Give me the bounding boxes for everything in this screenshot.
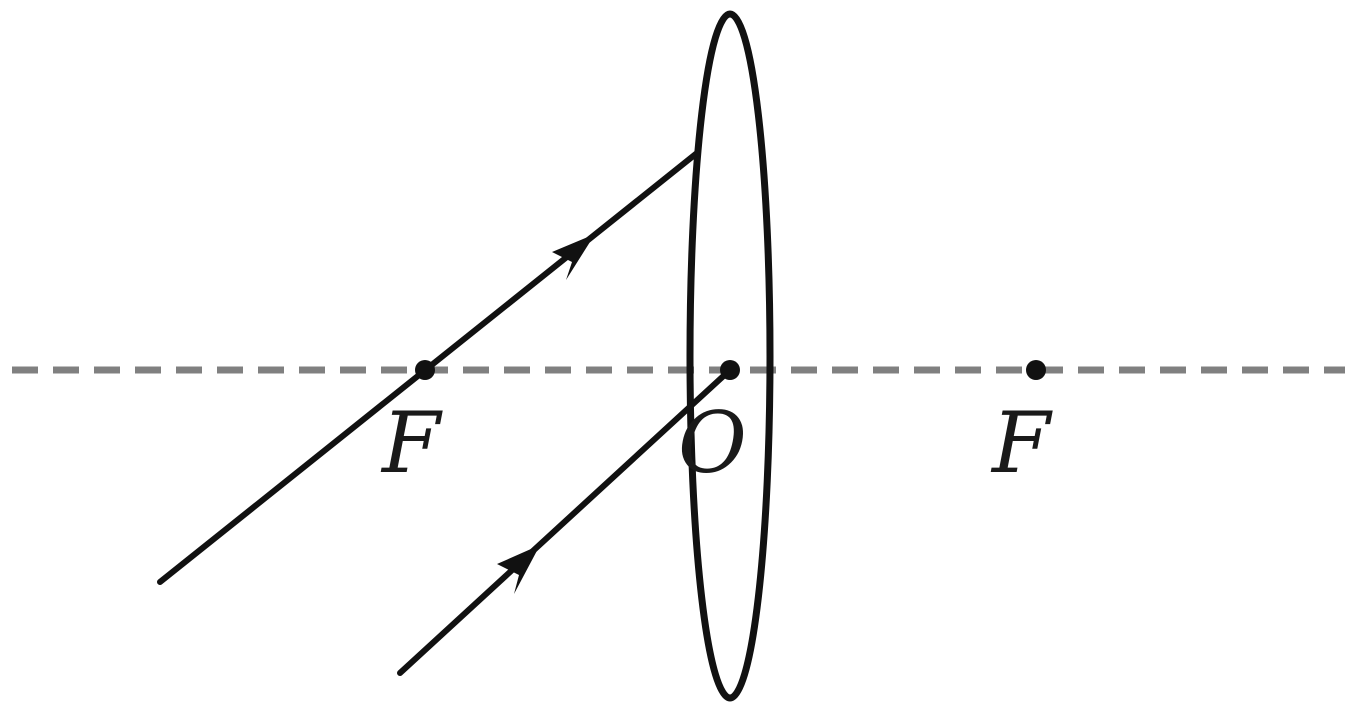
- optical-center-dot-icon: [720, 360, 740, 380]
- focus-left-label: F: [380, 394, 443, 492]
- focus-right-label: F: [990, 394, 1053, 492]
- arrowhead-icon: [497, 545, 540, 594]
- ray-toward-center: [397, 367, 733, 676]
- convex-lens: [686, 10, 774, 702]
- optical-center-label: O: [678, 394, 747, 492]
- arrowhead-icon: [552, 234, 595, 280]
- focus-right-dot-icon: [1026, 360, 1046, 380]
- focus-left-dot-icon: [415, 360, 435, 380]
